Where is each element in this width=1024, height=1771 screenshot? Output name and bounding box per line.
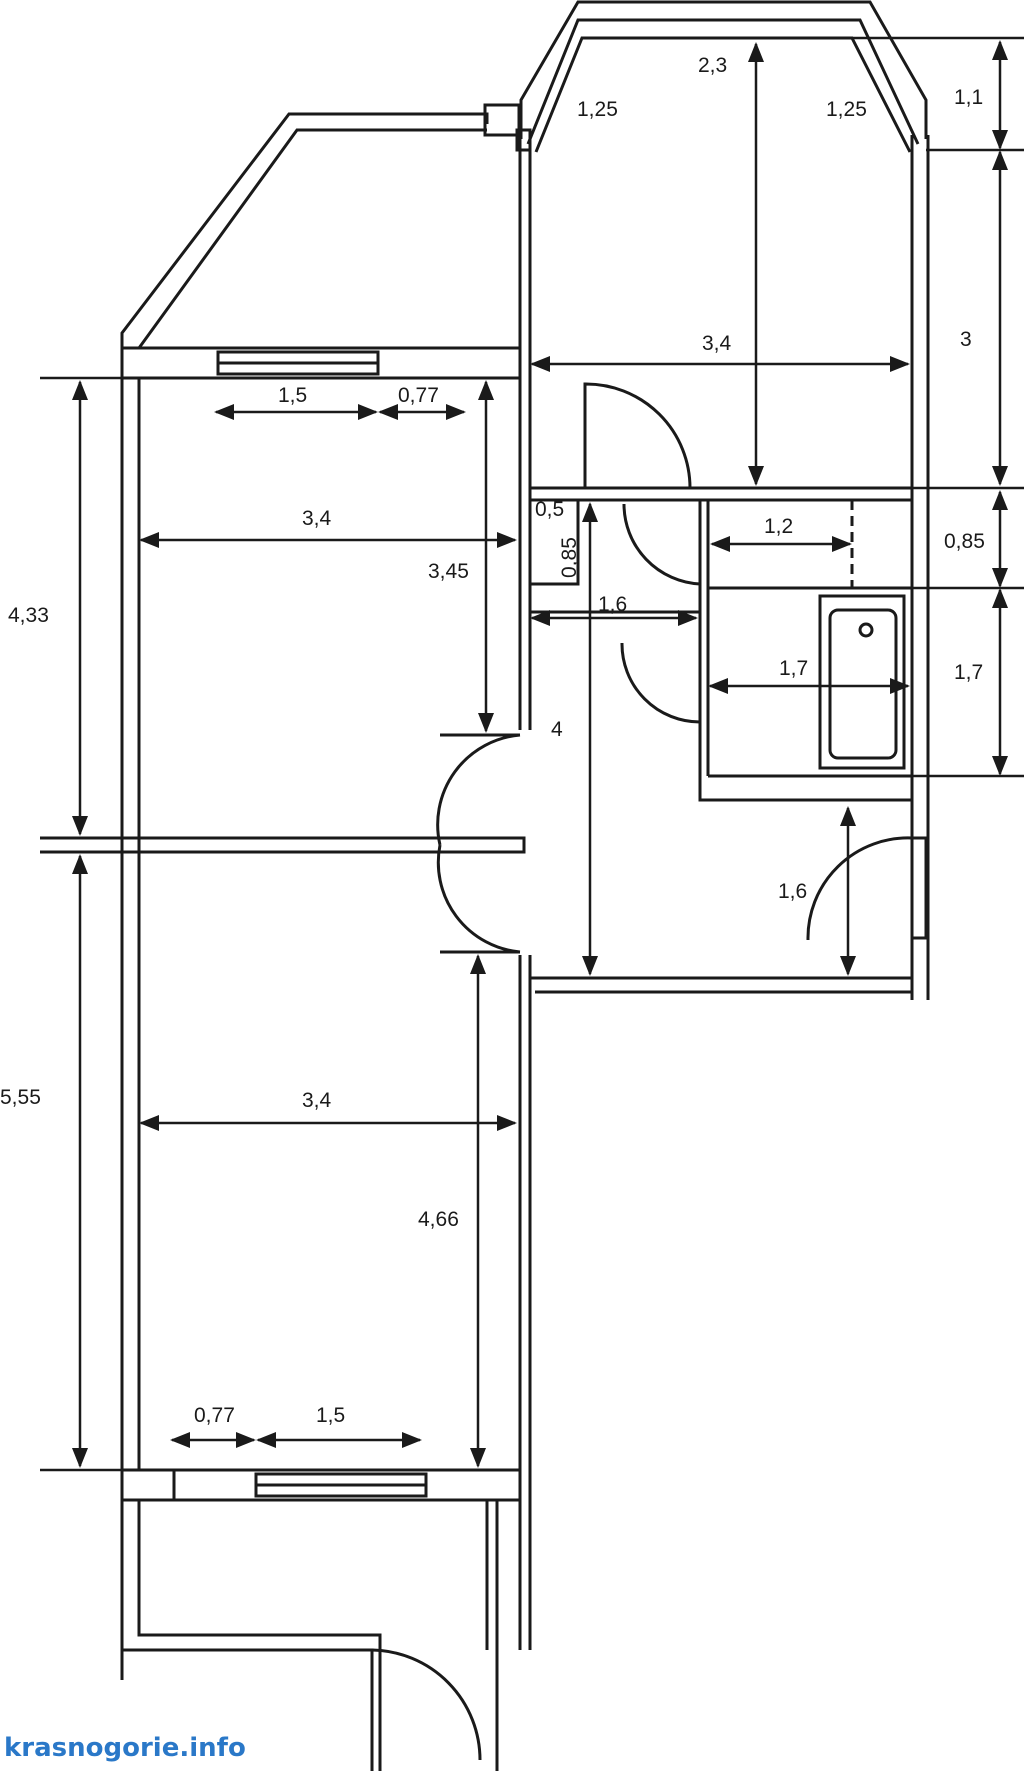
dimension-lines (40, 36, 1024, 1472)
label-toilet-width: 1,2 (764, 515, 793, 538)
partition-left-top (483, 103, 521, 137)
label-bottom-window: 1,5 (316, 1404, 345, 1427)
label-bottom-room-width: 3,4 (302, 1089, 332, 1112)
label-bath-depth: 1,7 (954, 661, 983, 684)
watermark: krasnogorie.info (4, 1733, 246, 1763)
label-left-room-total: 4,33 (8, 604, 49, 627)
top-bay-outer-wall (519, 0, 928, 139)
label-top-room-depth: 2,3 (698, 54, 727, 77)
label-closet-depth: 0,85 (558, 537, 581, 578)
entrance-door-swing (806, 836, 913, 941)
bathroom-block (698, 498, 914, 802)
label-left-room-depth: 3,45 (428, 560, 469, 583)
label-closet-width: 0,5 (535, 498, 564, 521)
left-bay-outer-wall (120, 112, 489, 348)
label-toilet-depth: 0,85 (944, 530, 985, 553)
left-room-door-swing (436, 733, 521, 846)
label-bath-width: 1,7 (779, 657, 808, 680)
label-top-room-width: 3,4 (702, 332, 732, 355)
label-right-bay-depth: 1,1 (954, 86, 983, 109)
loggia-door-swing (371, 1648, 482, 1761)
toilet-door-swing (620, 642, 701, 724)
left-bay-inner-wall (137, 128, 487, 349)
label-right-room-depth: 3 (960, 328, 972, 351)
label-bottom-room-depth: 4,66 (418, 1208, 459, 1231)
dimension-labels: 3,4 2,3 1,25 1,25 1,1 3 1,5 0,77 3,4 3,4… (0, 54, 985, 1763)
entrance-door-panel (910, 836, 928, 940)
label-left-room-pier: 0,77 (398, 384, 439, 407)
top-room-door (583, 382, 692, 489)
bottom-room-door-swing (436, 844, 521, 954)
label-left-room-width: 3,4 (302, 507, 332, 530)
top-bay-inner-wall (534, 36, 912, 153)
label-bay-right-side: 1,25 (826, 98, 867, 121)
loggia-inner (137, 1500, 382, 1771)
door-swings (371, 382, 913, 1761)
partition-rooms (120, 836, 526, 854)
closet (528, 498, 580, 586)
label-hall-width: 1,6 (598, 593, 627, 616)
top-bay-middle-wall (526, 18, 920, 145)
label-hall-length: 4 (551, 718, 563, 741)
bathtub-inner (828, 608, 898, 760)
bathtub-drain (858, 622, 874, 638)
bottom-room-window-wall (120, 1468, 522, 1502)
bathtub (818, 594, 906, 770)
closet-door-swing (622, 503, 701, 586)
label-bay-left-side: 1,25 (577, 98, 618, 121)
label-left-room-window: 1,5 (278, 384, 307, 407)
loggia-outer (120, 1500, 374, 1771)
label-bottom-pier: 0,77 (194, 1404, 235, 1427)
walls (40, 0, 930, 1771)
label-bottom-room-total: 5,55 (0, 1086, 41, 1109)
label-entry-depth: 1,6 (778, 880, 807, 903)
